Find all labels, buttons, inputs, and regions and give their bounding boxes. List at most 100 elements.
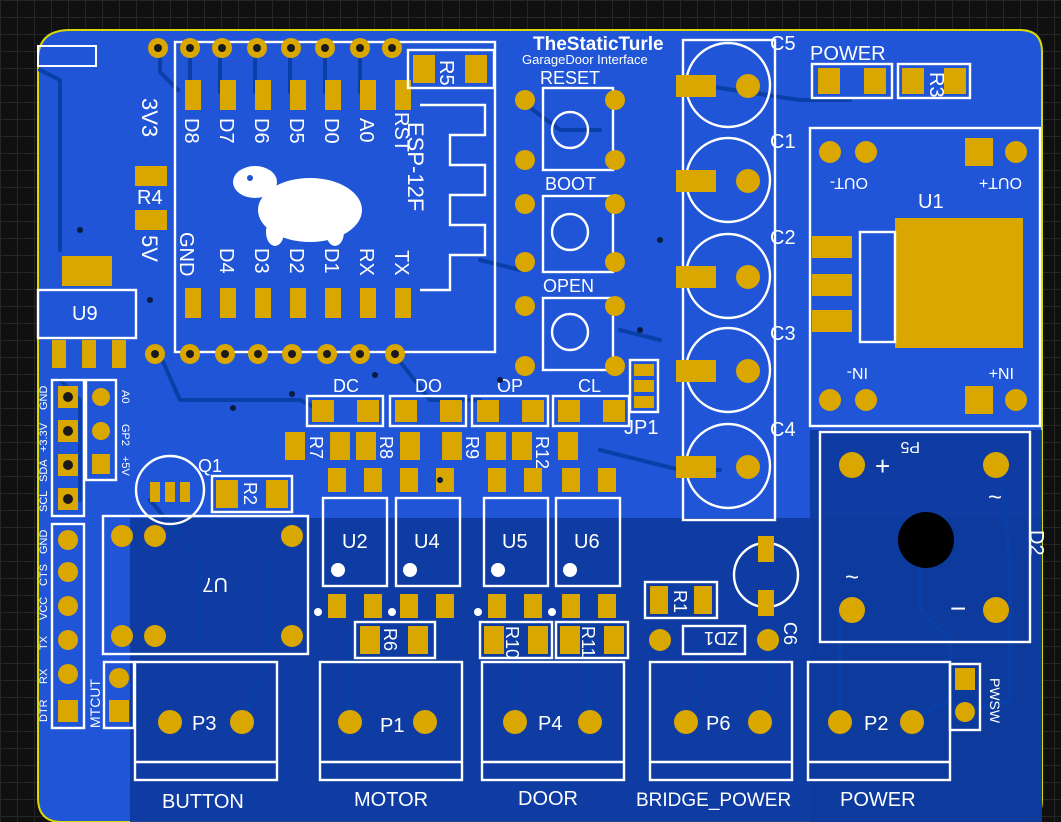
optocoupler-u6[interactable]: U6 [554,468,622,618]
esp-bottom-holes [145,344,405,364]
transistor-q1[interactable]: Q1 [134,454,222,526]
header-pwsw[interactable]: PWSW [948,662,1003,732]
zener-zd1[interactable]: ZD1 [649,624,779,656]
resistor-r2[interactable]: R2 [210,474,294,514]
ref-label: ZD1 [704,628,738,648]
relay-u7[interactable]: U7 [101,514,310,656]
optocoupler-u2[interactable]: U2 [321,468,389,618]
ref-label: U1 [918,191,944,213]
power-led[interactable] [810,62,894,100]
pwsw-label: PWSW [987,678,1003,724]
terminal-p4[interactable]: P4 DOOR [480,660,626,810]
button-label: OPEN [543,276,594,296]
pin-label: RX [355,248,377,276]
pin-label: A0 [355,118,377,142]
terminal-p6[interactable]: P6 BRIDGE_POWER [636,660,794,811]
resistor-r11[interactable]: R11 [554,620,630,660]
header-pin-label: +5V [119,456,131,477]
header-pin-label: SCL [38,491,50,512]
ref-label: P4 [538,713,562,735]
ref-label: P2 [864,713,888,735]
capacitor-c3[interactable]: C3 [676,323,796,414]
pin-label: D8 [180,118,202,144]
pin-label: D3 [250,248,272,274]
button-boot[interactable]: BOOT [515,174,625,274]
ref-label: R7 [306,436,326,459]
u1-in-plus: IN+ [989,364,1014,381]
label-3v3: 3V3 [137,98,162,137]
ref-label: C3 [770,323,796,345]
ref-label: U5 [502,531,528,553]
resistor-r10[interactable]: R10 [478,620,554,660]
connector-label: BUTTON [162,791,244,813]
capacitor-c4[interactable]: C4 [676,419,796,510]
bridge-rectifier-d2[interactable]: + ~ ~ − D2 P5 [818,430,1047,644]
resistor-r1[interactable]: R1 [643,580,719,620]
resistor-r6[interactable]: R6 [353,620,437,660]
esp-12f-module[interactable]: D8 D7 D6 D5 D0 A0 RST GND D4 D3 D2 D1 RX… [137,38,497,364]
resistor-r9[interactable]: R9 [442,432,506,460]
resistor-r4[interactable]: R4 [135,166,167,230]
header-i2c[interactable]: GND +3.3V SDA SCL A0 GP2 +5V [38,378,131,518]
pin-label: D6 [250,118,272,144]
capacitor-c1[interactable]: C1 [676,131,796,224]
esp-bottom-pin-labels: GND D4 D3 D2 D1 RX TX [175,232,412,276]
header-pin-label: GND [38,386,50,411]
header-serial[interactable]: GND CTS VCC TX RX DTR [38,522,86,730]
ref-label: R5 [435,60,457,86]
capacitor-c5[interactable]: C5 [676,33,796,129]
resistor-r5[interactable]: R5 [406,48,496,90]
pin-label: D4 [215,248,237,274]
connector-label: POWER [840,789,916,811]
header-pin-label: A0 [119,390,131,403]
button-reset[interactable]: RESET [515,68,625,172]
regulator-u9[interactable]: U9 [36,256,138,368]
pin1-dot [491,563,505,577]
vias [77,227,663,483]
button-open[interactable]: OPEN [515,276,625,376]
resistor-r7[interactable]: R7 [285,432,350,460]
pin1-dot [403,563,417,577]
capacitor-c2[interactable]: C2 [676,227,796,320]
terminal-p2[interactable]: P2 POWER [806,660,952,811]
buck-module-u1[interactable]: OUT- OUT+ U1 IN- IN+ [808,126,1042,428]
led-do[interactable]: DO [388,376,468,428]
board-title: TheStaticTurle [533,34,664,55]
ref-label: R8 [376,436,396,459]
ref-label: C5 [770,33,796,55]
led-op[interactable]: OP [470,376,550,428]
ref-label: R9 [462,436,482,459]
ref-label: R6 [380,628,400,651]
optocoupler-u4[interactable]: U4 [394,468,462,618]
esp-top-holes [148,38,402,58]
ref-label: U9 [72,303,98,325]
u1-out-plus: OUT+ [979,174,1022,191]
ref-label: R10 [502,626,522,659]
led-dc[interactable]: DC [305,376,385,428]
resistor-r12[interactable]: R12 [512,432,578,469]
header-pin-label: TX [38,635,50,650]
ref-label: R3 [925,72,947,98]
ref-label: D2 [1025,530,1047,556]
terminal-p1[interactable]: P1 MOTOR [318,660,464,811]
resistor-r8[interactable]: R8 [356,432,420,460]
header-pin-label: SDA [38,459,50,482]
header-pin-label: VCC [38,597,50,620]
plus-symbol: + [875,451,890,481]
label-5v: 5V [137,235,162,262]
terminal-p3[interactable]: P3 BUTTON [133,660,279,813]
led-cl[interactable]: CL [551,376,631,428]
capacitor-c6[interactable]: C6 [732,536,800,645]
turtle-logo [233,166,362,246]
pin1-dot [563,563,577,577]
ref-label: R2 [240,482,260,505]
header-pin-label: DTR [38,699,50,722]
jumper-jp1[interactable]: JP1 [624,358,660,439]
ref-label: P5 [900,438,920,455]
optocoupler-u5[interactable]: U5 [482,468,550,618]
led-label: DO [415,376,442,396]
ref-label: U7 [202,573,228,595]
ref-label: U2 [342,531,368,553]
resistor-r3[interactable]: R3 [896,62,972,100]
